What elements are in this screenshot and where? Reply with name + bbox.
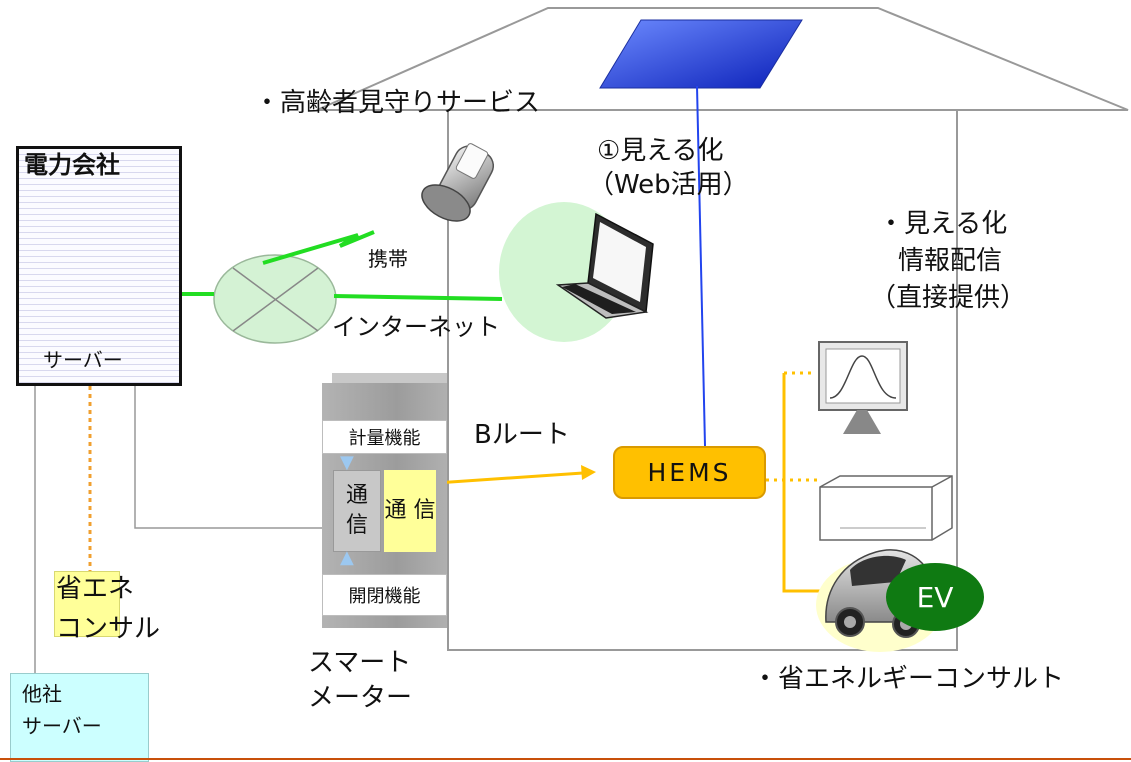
- company-meter-line: [134, 386, 322, 529]
- air-conditioner-icon: [819, 475, 953, 541]
- server-label: サーバー: [43, 348, 123, 372]
- power-company-label: 電力会社: [24, 151, 120, 179]
- metering-function: 計量機能: [322, 420, 447, 454]
- elderly-service-label: ・高齢者見守りサービス: [254, 88, 541, 118]
- network-hub-icon: [213, 254, 337, 344]
- smart-meter-label-2: メーター: [308, 683, 413, 713]
- power-company-box: [16, 146, 182, 386]
- solar-panel-icon: [599, 19, 803, 89]
- other-server-label-1: 他社: [22, 682, 62, 706]
- hems-appliance-lines: [766, 371, 826, 593]
- visualize-direct-label-3: （直接提供）: [870, 283, 1027, 313]
- hems-box: HEMS: [613, 446, 766, 499]
- bottom-divider: [0, 758, 1131, 760]
- laptop-icon: [555, 212, 654, 319]
- up-arrow: ▲: [340, 547, 354, 568]
- ev-badge: EV: [886, 563, 984, 631]
- visualize-direct-label-1: ・見える化: [878, 209, 1008, 239]
- internet-label: インターネット: [332, 313, 500, 341]
- meter-comm-module: 通 信: [333, 470, 381, 552]
- energy-consult-label-1: 省エネ: [56, 574, 135, 604]
- switching-function: 開閉機能: [322, 574, 447, 616]
- other-server-label-2: サーバー: [22, 714, 102, 738]
- smart-meter-label-1: スマート: [308, 648, 412, 678]
- visualize-direct-label-2: 情報配信: [898, 246, 1003, 276]
- solar-hems-line: [696, 85, 706, 447]
- down-arrow: ▼: [340, 452, 354, 473]
- hub-laptop-line: [333, 294, 503, 301]
- meter-comm-module-b: 通 信: [384, 470, 436, 552]
- b-route-label: Bルート: [474, 420, 570, 450]
- energy-consult-service-label: ・省エネルギーコンサルト: [752, 664, 1065, 694]
- energy-consult-label-2: コンサル: [56, 614, 161, 644]
- mobile-label: 携帯: [368, 247, 408, 271]
- monitor-icon: [818, 341, 908, 434]
- visualize-web-label-2: （Web活用）: [588, 170, 749, 200]
- b-route-arrow: [435, 465, 596, 485]
- mobile-signal-line: [262, 230, 375, 265]
- mobile-phone-icon: [421, 143, 495, 222]
- visualize-web-label-1: ①見える化: [597, 136, 724, 166]
- smart-meter-top: [332, 373, 447, 385]
- energy-consult-note: [54, 571, 120, 637]
